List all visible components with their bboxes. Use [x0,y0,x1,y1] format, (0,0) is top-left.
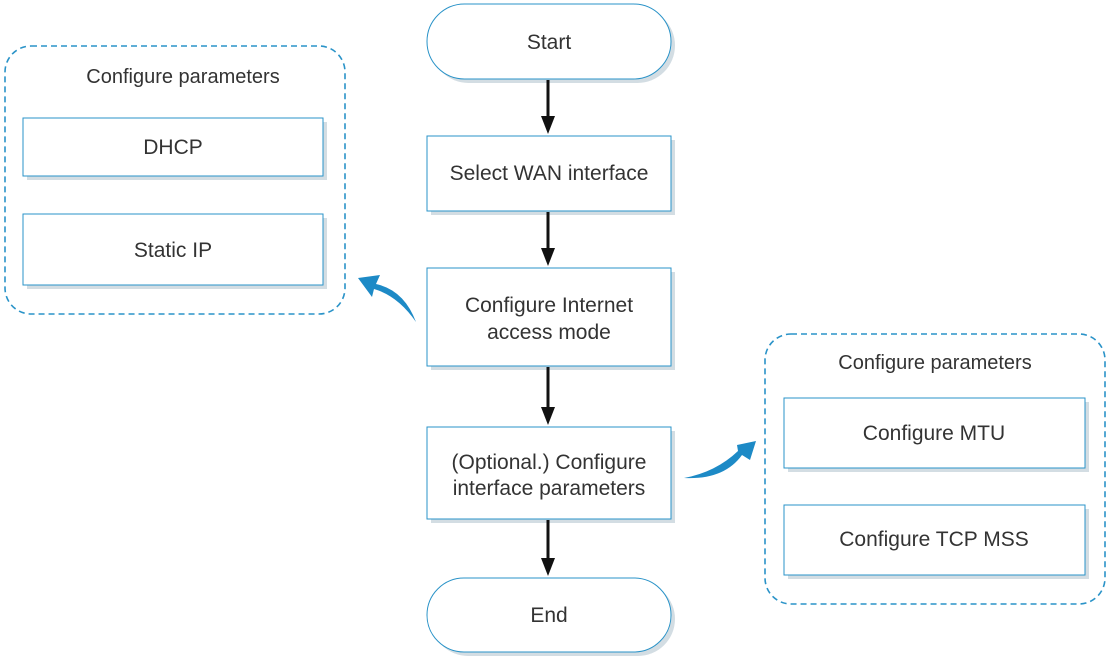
start-label: Start [527,31,572,54]
interface-params-line-2: interface parameters [453,477,646,500]
internet-mode-line-1: Configure Internet [465,294,633,317]
left-parameter-group: Configure parameters DHCP Static IP [4,45,346,315]
internet-mode-line-2: access mode [487,321,611,344]
internet-mode-node: Configure Internet access mode [426,267,675,370]
connector-params-to-end [541,520,555,576]
connector-wan-to-mode [541,212,555,266]
configure-tcp-mss-label: Configure TCP MSS [839,528,1028,551]
right-group-title: Configure parameters [838,352,1031,374]
configure-mtu-label: Configure MTU [863,422,1005,445]
callout-arrow-right [684,441,756,479]
select-wan-label: Select WAN interface [450,162,649,185]
end-label: End [530,604,567,627]
connector-mode-to-params [541,367,555,425]
interface-params-node: (Optional.) Configure interface paramete… [426,426,675,523]
callout-arrow-left [358,275,416,322]
left-group-title: Configure parameters [86,66,279,88]
dhcp-box: DHCP [22,117,327,180]
right-parameter-group: Configure parameters Configure MTU Confi… [764,333,1106,605]
start-node: Start [426,3,675,83]
static-ip-label: Static IP [134,239,212,262]
configure-tcp-mss-box: Configure TCP MSS [783,504,1089,579]
connector-start-to-wan [541,80,555,134]
dhcp-label: DHCP [143,136,203,159]
select-wan-node: Select WAN interface [426,135,675,215]
interface-params-line-1: (Optional.) Configure [452,451,647,474]
end-node: End [426,577,675,656]
static-ip-box: Static IP [22,213,327,289]
configure-mtu-box: Configure MTU [783,397,1089,472]
